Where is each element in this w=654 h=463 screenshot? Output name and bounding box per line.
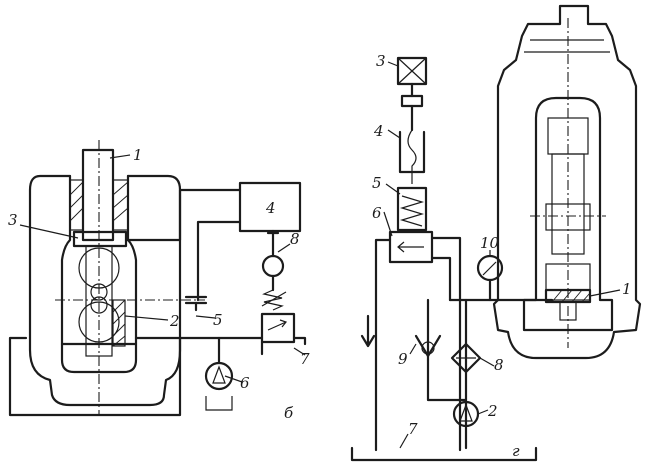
- tank-7: [350, 446, 538, 462]
- spring-housing-5: [396, 186, 428, 232]
- lower-chock-g: [545, 263, 591, 301]
- stand-housing-b: [28, 174, 182, 407]
- label-g-3: 3: [376, 52, 386, 70]
- line-cylinder-to-4: [124, 188, 242, 242]
- caption-g: г: [512, 442, 520, 460]
- filter-icon: [450, 342, 482, 374]
- pump-icon: [204, 361, 234, 391]
- label-g-7: 7: [408, 420, 418, 438]
- label-b-7: 7: [300, 350, 310, 368]
- label-g-1: 1: [622, 280, 632, 298]
- line-gauge-to-4: [196, 220, 242, 302]
- stand-window-b: [60, 174, 138, 374]
- nut-hatch-b: [69, 179, 129, 231]
- label-g-4: 4: [373, 122, 384, 140]
- motor-icon: [261, 254, 285, 278]
- label-b-5: 5: [213, 311, 223, 329]
- label-g-10: 10: [480, 234, 500, 252]
- label-g-6: 6: [372, 204, 382, 222]
- label-b-1: 1: [133, 146, 143, 164]
- stand-housing-g: [492, 4, 642, 360]
- label-b-6: 6: [240, 374, 250, 392]
- check-valve-icon: [414, 334, 442, 358]
- stand-window-g: [522, 96, 614, 332]
- coupling-g: [400, 94, 424, 108]
- label-b-4: 4: [265, 199, 276, 217]
- controller-box-4: [238, 181, 302, 233]
- pressure-valve-icon: [260, 312, 296, 344]
- label-g-9: 9: [398, 350, 408, 368]
- label-b-3: 3: [8, 211, 18, 229]
- spindle-b: [81, 148, 115, 242]
- label-g-5: 5: [372, 174, 382, 192]
- label-b-8: 8: [290, 230, 300, 248]
- scheme-g: 1 2 3 4 5 6 7 8 9 10 г: [350, 4, 642, 462]
- label-g-8: 8: [494, 356, 504, 374]
- flow-arrow-icon: [360, 314, 376, 348]
- label-g-2: 2: [487, 402, 498, 420]
- caption-b: б: [284, 404, 294, 422]
- relief-valve-6: [388, 230, 434, 264]
- label-b-2: 2: [169, 312, 180, 330]
- scheme-b: 1 2 3 4 5 6 7 8 б: [8, 140, 310, 422]
